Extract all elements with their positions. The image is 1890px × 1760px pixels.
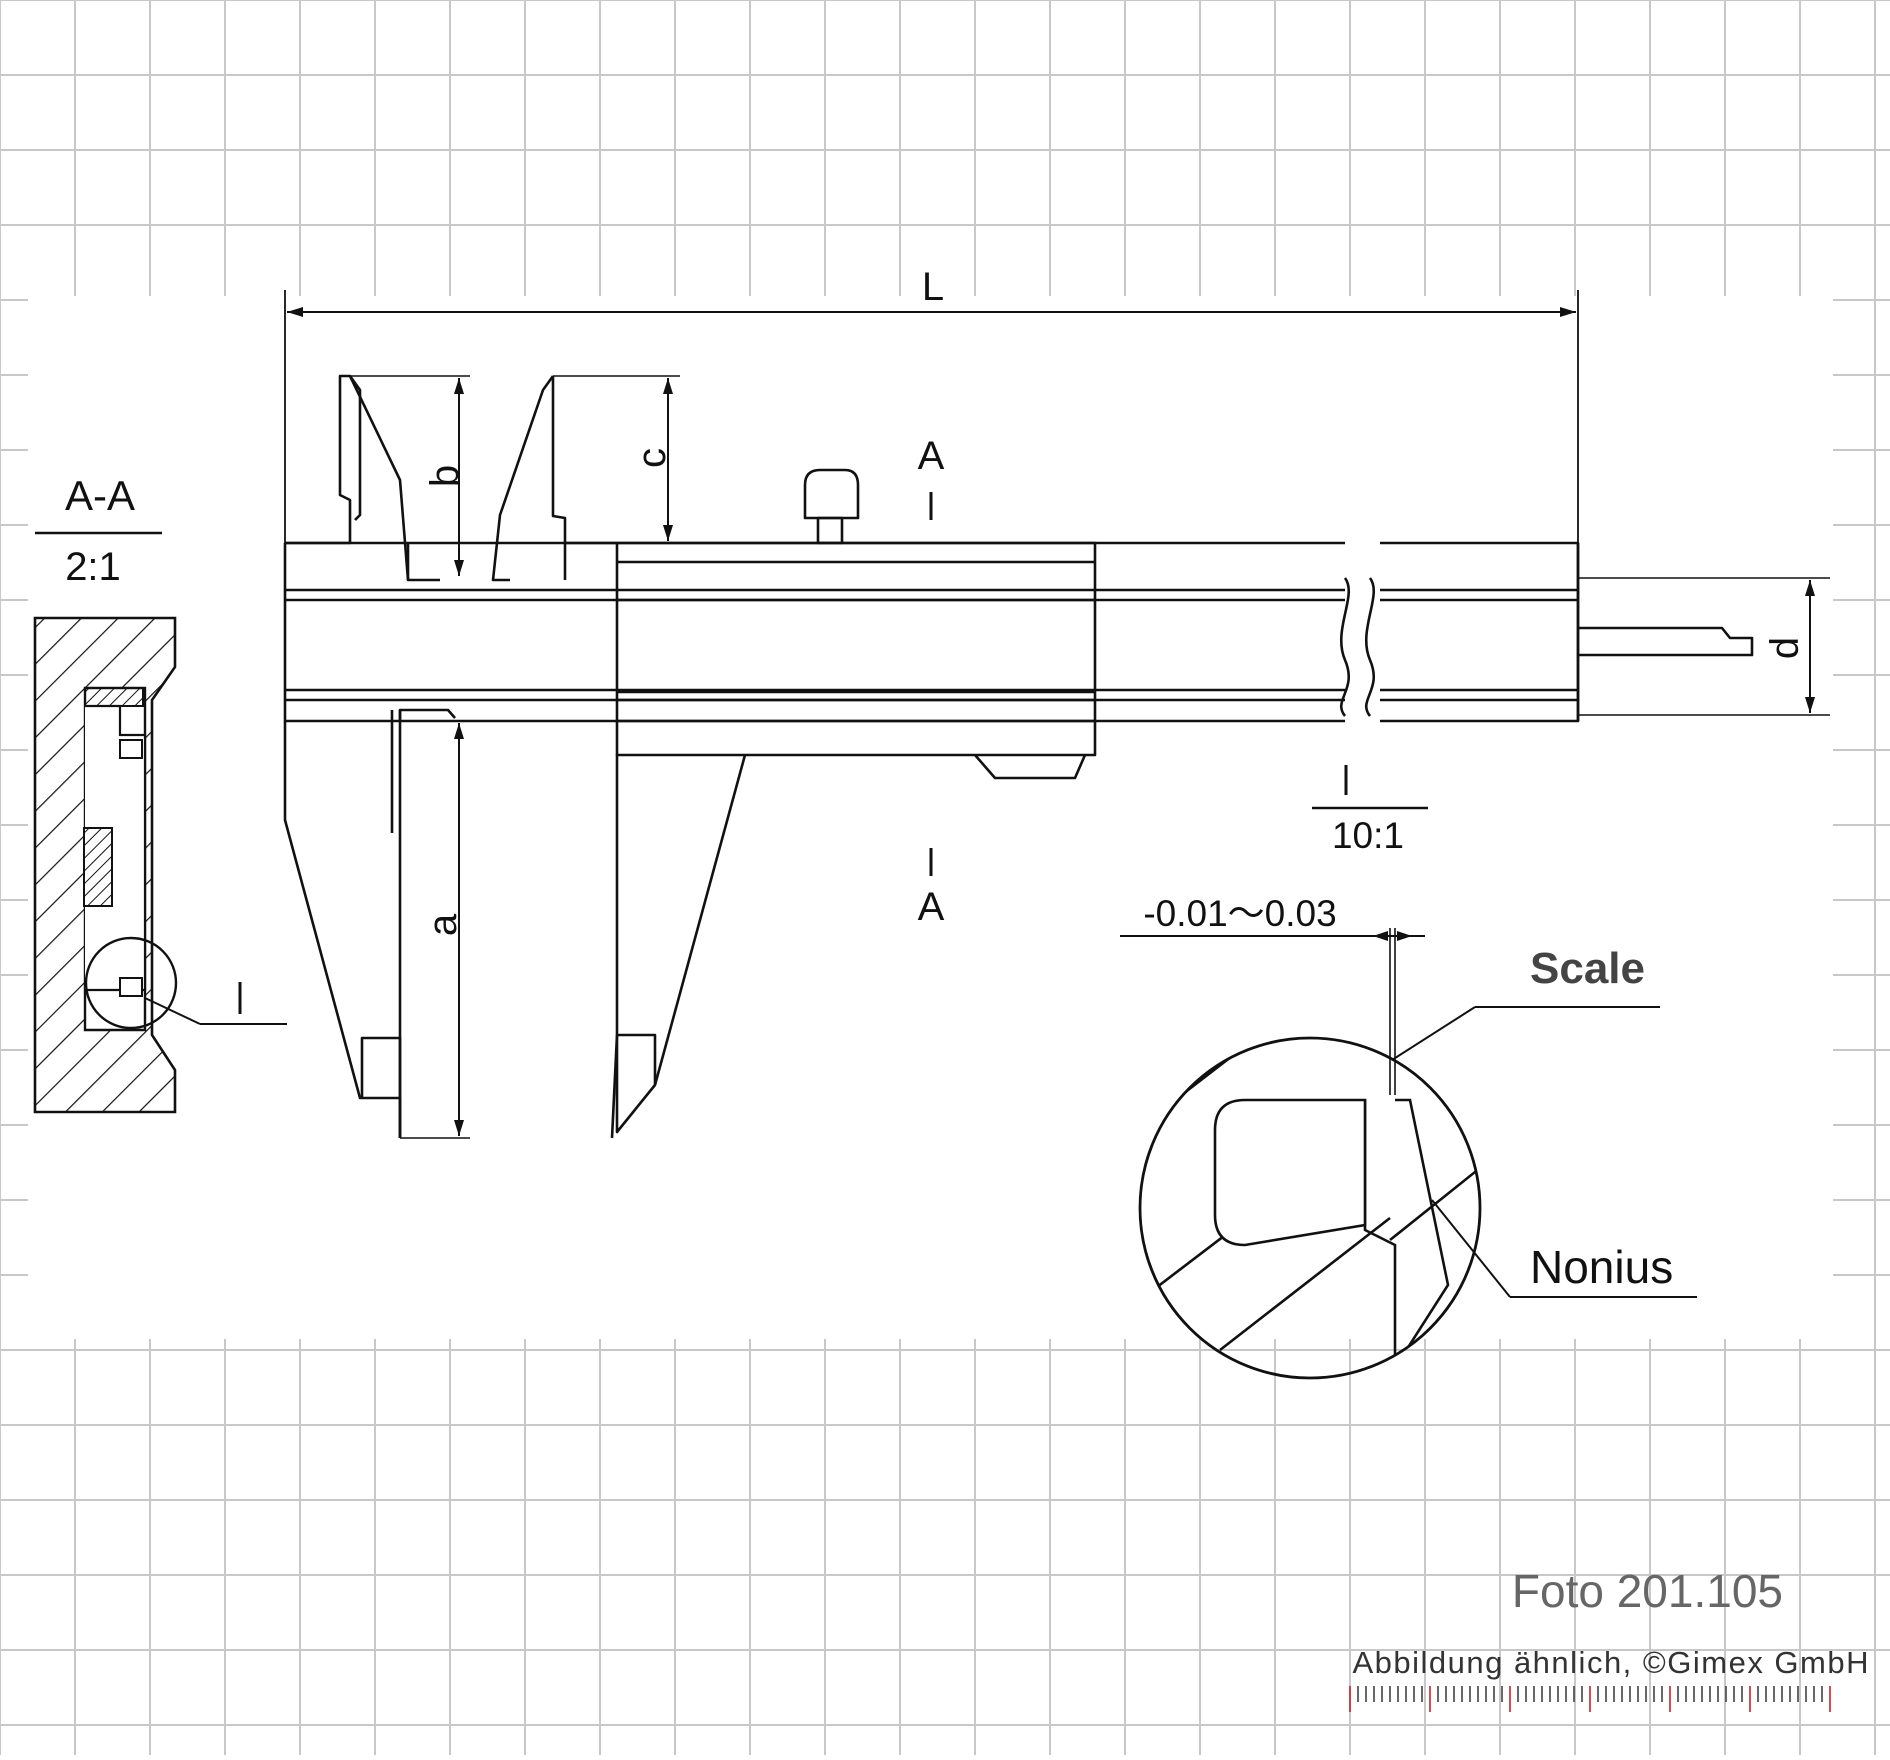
dimension-L-label: L [922,265,944,309]
dimension-b: b [350,375,470,576]
lock-screw-head [803,468,860,520]
depth-rod [1578,626,1754,657]
section-cut-markers: A A [918,434,945,929]
dimension-c-label: c [630,448,674,468]
beam-break-right [1364,577,1376,717]
section-marker-top: A [918,434,945,478]
section-view: A-A 2:1 [33,472,287,1114]
thumb-wheel [974,754,1087,780]
slider-upper-jaw [491,375,555,582]
scale-label: Scale [1530,944,1645,993]
section-marker-bottom: A [918,885,945,929]
dimension-c: c [553,375,680,541]
beam-break-left [1339,577,1351,717]
dimension-d: d [1578,577,1830,716]
fixed-upper-jaw [285,374,440,582]
dimension-a: a [400,723,470,1139]
dimension-a-label: a [421,913,465,936]
dimension-b-label: b [423,465,467,487]
section-title: A-A [65,472,135,519]
detail-view: -0.01～0.03 Scale Nonius [1120,893,1697,1380]
nonius-label: Nonius [1530,1241,1673,1293]
tolerance-label: -0.01～0.03 [1143,893,1336,934]
section-scale: 2:1 [65,545,121,589]
slider-lower-jaw-tip [615,753,657,1134]
detail-circle-marker [84,936,178,1030]
slider-lower-frame [615,721,1097,757]
credit-caption: Abbildung ähnlich, ©Gimex GmbH [1352,1645,1870,1680]
slider-body [615,541,1097,723]
ruler-strip [1349,1686,1831,1712]
dimension-d-label: d [1763,637,1807,659]
detail-scale-label: 10:1 [1332,815,1404,856]
dimension-L: L [284,265,1579,543]
detail-reference: 10:1 [1312,765,1428,856]
photo-caption: Foto 201.105 [1512,1565,1783,1617]
detail-circle [1138,1036,1482,1380]
drawing-area [28,296,1833,1339]
slider-lower-jaw-outer [653,754,747,1086]
